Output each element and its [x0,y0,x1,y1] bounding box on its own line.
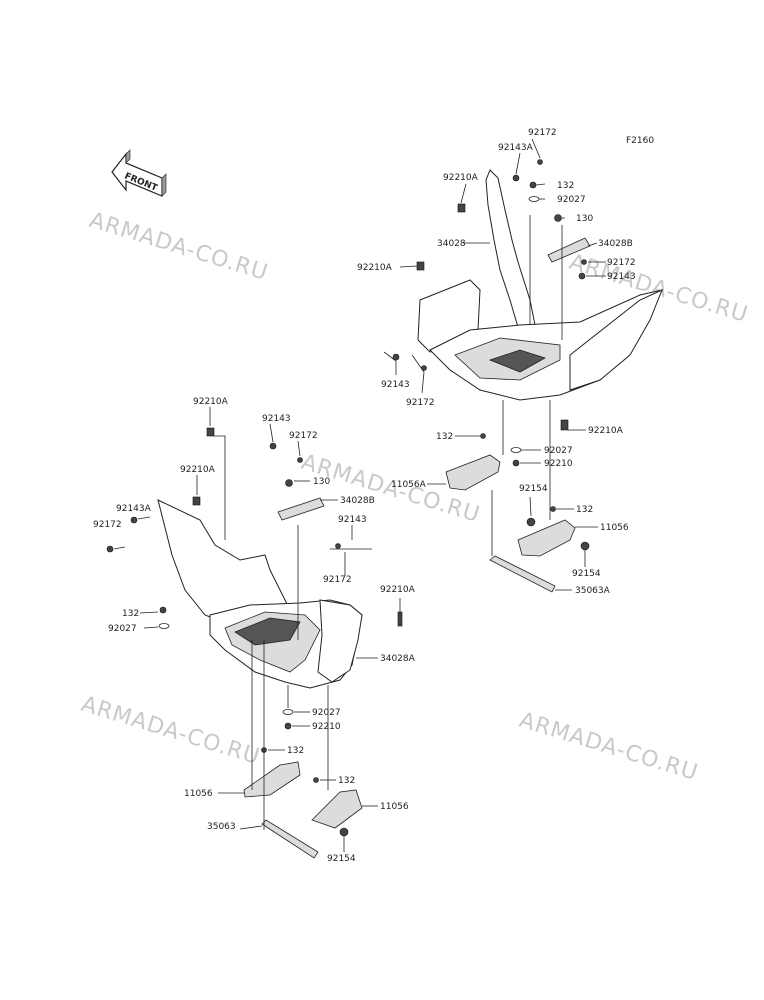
l-nut-92143-top [269,442,277,450]
l-label-132-c: 132 [338,776,355,786]
right-bracket-11056A [445,454,501,491]
r-washer-92027-low [510,447,522,453]
l-bolt-92154 [339,827,349,837]
l-label-92154: 92154 [327,854,356,864]
l-label-92172-mid: 92172 [323,575,352,585]
r-label-92210A-top: 92210A [443,173,479,183]
l-label-92027-a: 92027 [108,624,137,634]
right-mat-34028B [547,237,591,263]
right-fender [569,289,663,391]
r-washer-92027-top [528,196,540,202]
l-label-92172-top: 92172 [289,431,318,441]
r-label-92172-top: 92172 [528,128,557,138]
l-bolt-92172-mid [335,543,341,549]
l-washer-92027-b [282,709,294,715]
watermark-4: ARMADA-CO.RU [78,692,263,770]
l-bolt-130 [285,479,293,487]
l-bolt-92172-top [297,457,303,463]
left-bracket-11056-b [311,789,363,829]
l-bolt-132-a [159,606,167,614]
left-bar-35063 [261,819,319,859]
r-label-92172-low: 92172 [406,398,435,408]
l-label-130: 130 [313,477,330,487]
left-fender [317,599,363,683]
r-label-35063A: 35063A [575,586,611,596]
l-clip-92210A-mid [192,496,201,506]
r-label-92143-mid: 92143 [607,272,636,282]
l-label-11056-b: 11056 [380,802,409,812]
r-label-92210-low: 92210 [544,459,573,469]
left-mat-34028B [277,497,325,521]
watermark-1: ARMADA-CO.RU [86,208,271,286]
r-label-92154-a: 92154 [519,484,548,494]
l-label-35063: 35063 [207,822,236,832]
r-label-92210A-low: 92210A [588,426,624,436]
l-label-92210: 92210 [312,722,341,732]
l-washer-92027-a [158,623,170,629]
left-bracket-11056-a [243,761,301,798]
r-label-130: 130 [576,214,593,224]
l-label-132-b: 132 [287,746,304,756]
r-bolt-92172-mid [581,259,587,265]
r-clip-92210A-mid [416,261,425,271]
l-label-92143A: 92143A [116,504,152,514]
r-bolt-132-c [550,506,556,512]
l-label-34028B: 34028B [340,496,375,506]
right-tread-detail [488,349,546,373]
r-nut-92143-mid [578,272,586,280]
l-label-92172-side: 92172 [93,520,122,530]
watermark-5: ARMADA-CO.RU [516,708,701,786]
right-side-flap [485,169,537,335]
r-nut-92143A-top [512,174,520,182]
right-bar-35063A [489,555,556,593]
r-label-34028B: 34028B [598,239,633,249]
right-bracket-11056 [517,519,576,557]
r-clip-92210A-low [560,419,569,431]
r-bolt-92172-top [537,159,543,165]
r-bolt-132-top [529,181,537,189]
l-bolt-92172-side [106,545,114,553]
l-label-34028A: 34028A [380,654,416,664]
r-label-92027-low: 92027 [544,446,573,456]
r-label-11056: 11056 [600,523,629,533]
figure-code: F2160 [626,136,654,146]
r-label-132-c: 132 [576,505,593,515]
l-label-92143-top: 92143 [262,414,291,424]
r-label-92143-low: 92143 [381,380,410,390]
r-label-92143A-top: 92143A [498,143,534,153]
r-clip-92210A-top [457,203,466,213]
r-bolt-132-low [480,433,486,439]
l-label-92027-b: 92027 [312,708,341,718]
r-label-132-top: 132 [557,181,574,191]
l-clip-92210A-top [206,427,215,437]
r-bolt-92154-b [580,541,590,551]
r-label-132-low: 132 [436,432,453,442]
l-nut-92210 [284,722,292,730]
l-clip-92210A-right [397,611,403,627]
r-label-92210A-mid: 92210A [357,263,393,273]
l-bolt-132-c [313,777,319,783]
r-label-92154-b: 92154 [572,569,601,579]
r-nut-92143-low [392,353,400,361]
l-label-92210A-right: 92210A [380,585,416,595]
r-label-92172-mid: 92172 [607,258,636,268]
l-label-92143-mid: 92143 [338,515,367,525]
right-floorboard-assembly: 92172 92143A 92210A 132 92027 130 34028 … [357,128,664,596]
r-nut-92210-low [512,459,520,467]
r-bolt-130 [554,214,562,222]
l-nut-92143A [130,516,138,524]
l-label-92210A-mid: 92210A [180,465,216,475]
left-floorboard-assembly: 92210A 92143 92172 92210A 130 34028B 921… [93,397,416,864]
l-label-132-a: 132 [122,609,139,619]
l-label-11056-a: 11056 [184,789,213,799]
r-label-92027-top: 92027 [557,195,586,205]
r-label-34028: 34028 [437,239,466,249]
l-label-92210A-top: 92210A [193,397,229,407]
r-bolt-92154-a [526,517,536,527]
r-label-11056A: 11056A [391,480,427,490]
front-arrow-icon: FRONT [111,149,167,197]
